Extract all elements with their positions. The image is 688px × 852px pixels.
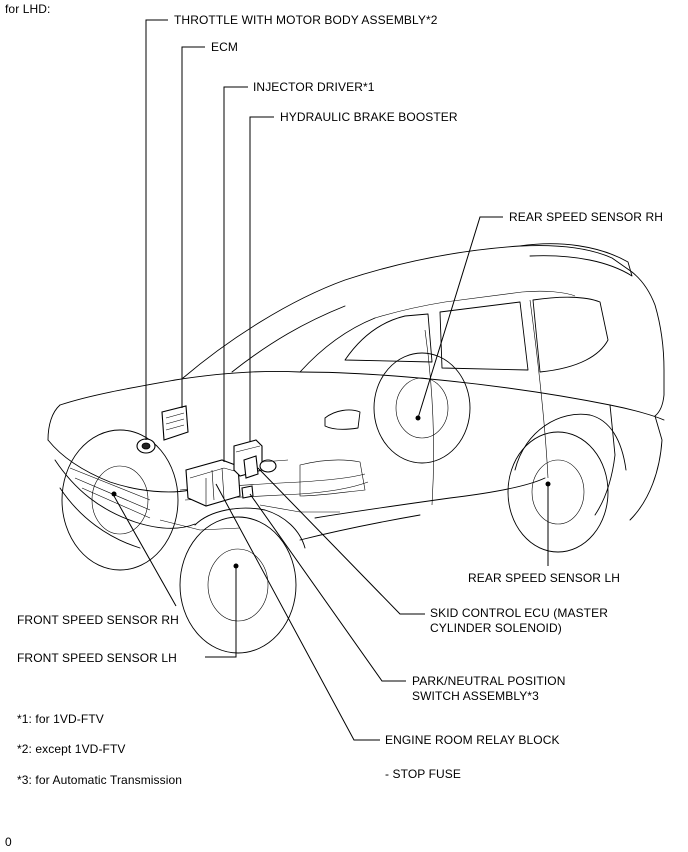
rear-wheel-right bbox=[373, 352, 471, 464]
leader-ecm bbox=[181, 46, 205, 408]
front-wheel-left bbox=[179, 516, 297, 654]
vehicle-body-outline bbox=[47, 243, 665, 549]
footnote-1: *1: for 1VD-FTV bbox=[17, 712, 104, 726]
callout-stop-fuse: - STOP FUSE bbox=[385, 767, 462, 781]
leader-hydraulic-brake-booster bbox=[249, 116, 274, 442]
callout-ecm: ECM bbox=[211, 40, 238, 54]
callout-injector-driver: INJECTOR DRIVER*1 bbox=[253, 80, 375, 94]
throttle-body bbox=[136, 438, 156, 454]
rear-wheel-left bbox=[507, 431, 609, 553]
callout-hydraulic-brake-booster: HYDRAULIC BRAKE BOOSTER bbox=[280, 110, 458, 124]
skid-control-ecu bbox=[243, 455, 259, 479]
front-speed-sensor-lh-mark bbox=[233, 563, 239, 569]
callout-engine-room-relay-block: ENGINE ROOM RELAY BLOCK bbox=[385, 733, 560, 747]
callout-front-speed-sensor-lh: FRONT SPEED SENSOR LH bbox=[17, 651, 177, 665]
engine-room-relay-block bbox=[185, 459, 241, 507]
callout-rear-speed-sensor-lh: REAR SPEED SENSOR LH bbox=[468, 571, 621, 585]
front-wheel-right bbox=[61, 429, 179, 571]
front-speed-sensor-rh-mark bbox=[111, 491, 117, 497]
leader-throttle bbox=[145, 19, 168, 440]
page-header-label: for LHD: bbox=[5, 2, 51, 16]
footer-code: 0 bbox=[5, 835, 12, 849]
footnote-2: *2: except 1VD-FTV bbox=[17, 742, 126, 756]
leader-skid-control-ecu bbox=[257, 467, 425, 615]
leader-injector-driver bbox=[223, 86, 248, 462]
callout-front-speed-sensor-rh: FRONT SPEED SENSOR RH bbox=[17, 613, 179, 627]
callout-throttle-with-motor-body-assembly: THROTTLE WITH MOTOR BODY ASSEMBLY*2 bbox=[174, 13, 438, 27]
footnote-3: *3: for Automatic Transmission bbox=[17, 773, 183, 787]
callout-park-neutral-position-switch-line2: SWITCH ASSEMBLY*3 bbox=[412, 689, 539, 703]
leader-park-neutral-position-switch bbox=[249, 493, 406, 682]
leader-front-speed-sensor-rh bbox=[113, 495, 177, 607]
leader-rear-speed-sensor-rh bbox=[417, 216, 503, 419]
callout-park-neutral-position-switch-line1: PARK/NEUTRAL POSITION bbox=[412, 674, 566, 688]
callout-skid-control-ecu-line2: CYLINDER SOLENOID) bbox=[430, 621, 562, 635]
ecm-unit bbox=[161, 405, 189, 441]
callout-rear-speed-sensor-rh: REAR SPEED SENSOR RH bbox=[509, 210, 664, 224]
leader-front-speed-sensor-lh bbox=[205, 568, 237, 658]
callout-skid-control-ecu-line1: SKID CONTROL ECU (MASTER bbox=[430, 606, 608, 620]
leader-engine-room-relay-block bbox=[215, 483, 380, 741]
